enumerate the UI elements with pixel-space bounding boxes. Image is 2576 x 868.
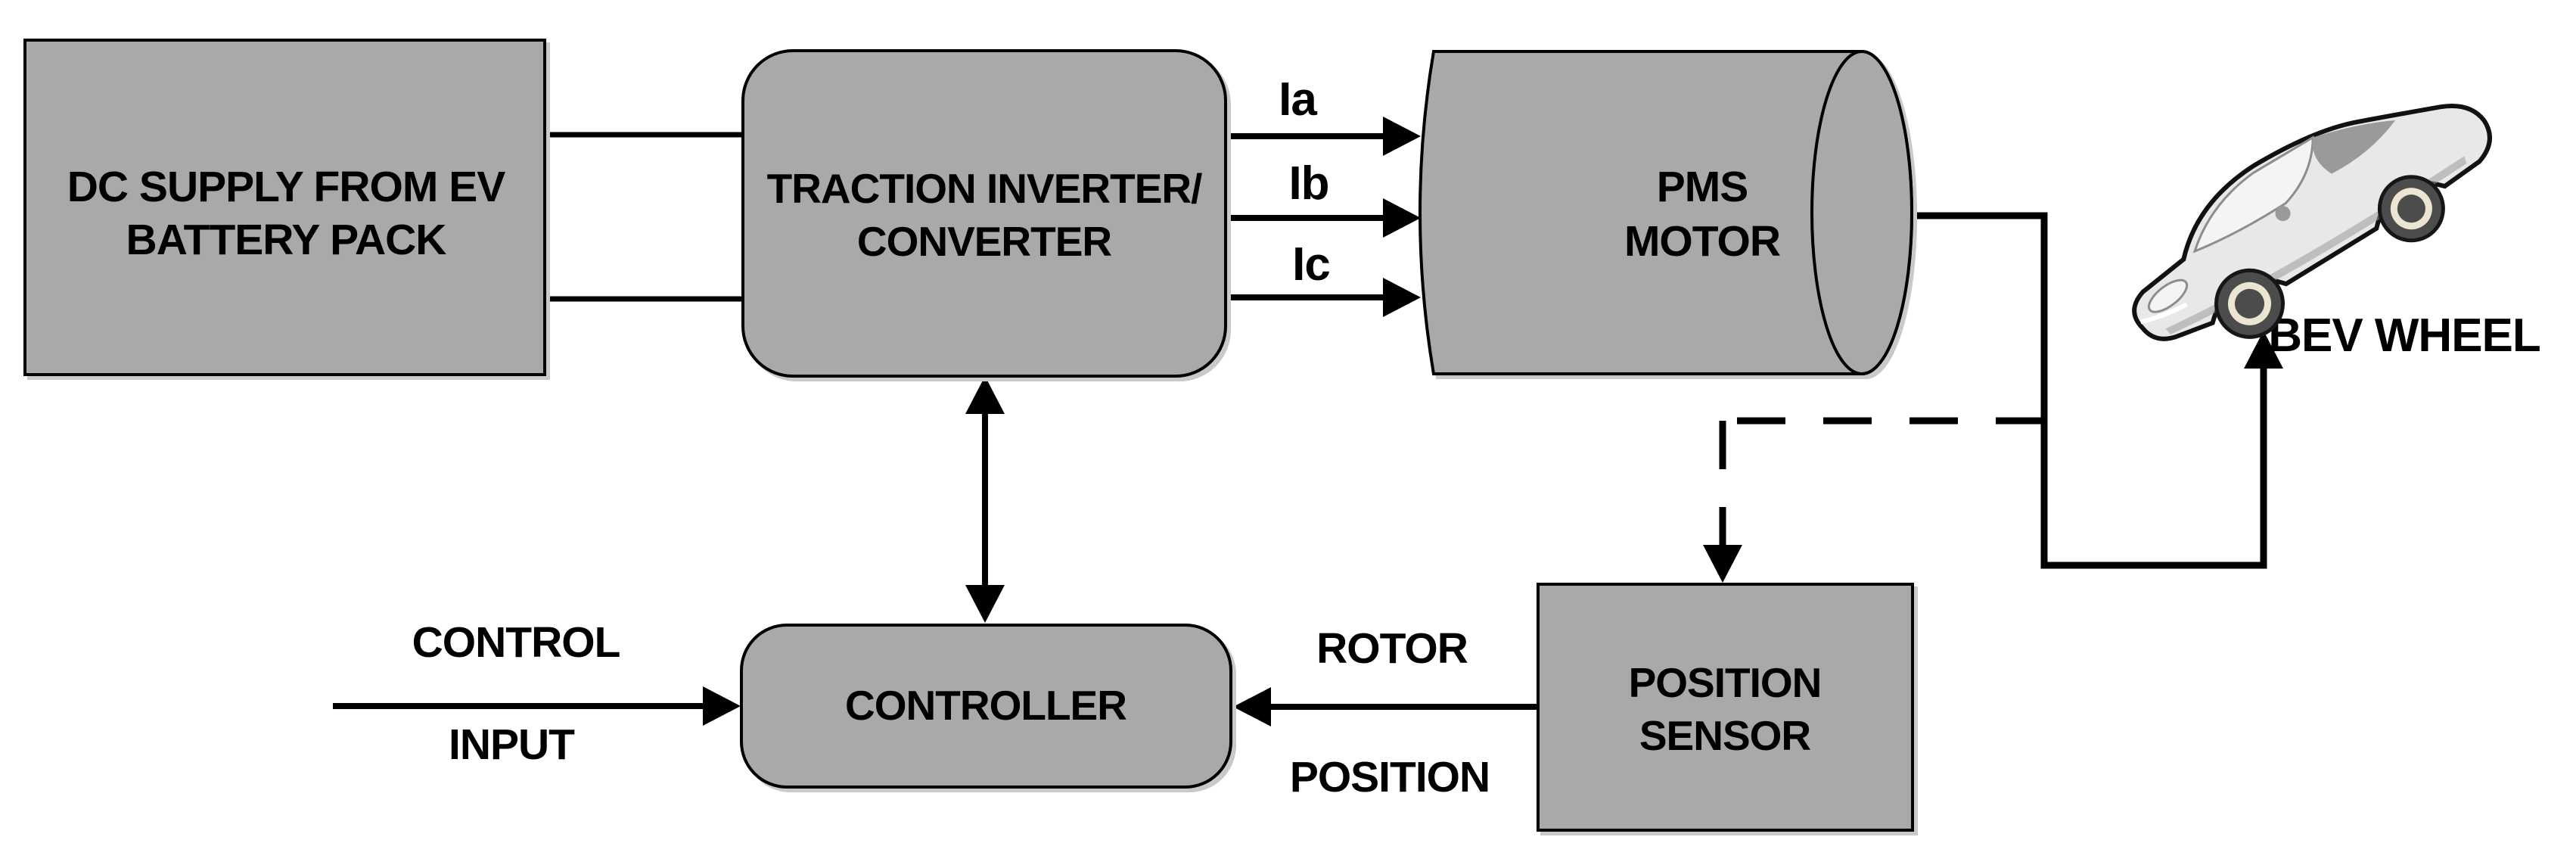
car-headlight xyxy=(2147,278,2189,313)
bev-wheel-label: BEV WHEEL xyxy=(2268,310,2540,362)
phase-a-label: Ia xyxy=(1279,73,1317,126)
dc-supply-label-line2: BATTERY PACK xyxy=(126,216,447,264)
car-rear-wheel xyxy=(2377,175,2445,243)
traction-inverter-block xyxy=(741,49,1227,378)
controller-block xyxy=(740,624,1232,789)
control-input-arrowhead-icon xyxy=(703,686,741,726)
car-roof-accent xyxy=(2312,120,2396,174)
rotor-position-label-line2: POSITION xyxy=(1290,753,1490,801)
phase-a-arrowhead-icon xyxy=(1383,117,1421,156)
car-front-wheel-rim xyxy=(2228,282,2272,325)
position-sensor-label-line1: POSITION xyxy=(1629,659,1822,706)
wheel-arrowhead-icon xyxy=(2244,331,2283,369)
phase-b-arrowhead-icon xyxy=(1383,198,1421,238)
car-windshield xyxy=(2192,135,2314,254)
phase-c-arrowhead-icon xyxy=(1383,278,1421,317)
pms-motor-label-line2: MOTOR xyxy=(1624,217,1780,266)
pms-motor-label-line1: PMS xyxy=(1657,163,1748,211)
car-mirror xyxy=(2275,206,2291,222)
pms-motor-end-cap xyxy=(1810,50,1913,375)
sensor-feedback-arrowhead-icon xyxy=(1703,545,1742,583)
traction-inverter-label-line2: CONVERTER xyxy=(857,218,1112,265)
position-sensor-label-line2: SENSOR xyxy=(1639,712,1811,759)
control-input-label-line1: CONTROL xyxy=(412,618,620,667)
link-up-arrowhead-icon xyxy=(965,376,1005,414)
phase-c-label: Ic xyxy=(1292,238,1330,291)
motor-to-wheel-line xyxy=(1906,212,2267,569)
phase-b-label: Ib xyxy=(1288,157,1328,210)
car-front-wheel xyxy=(2214,268,2285,339)
car-bumper-line xyxy=(2140,302,2188,325)
dc-supply-block xyxy=(23,39,546,376)
car-rear-wheel-rim xyxy=(2390,188,2432,230)
control-input-label-line2: INPUT xyxy=(449,720,575,769)
dc-supply-label-line1: DC SUPPLY FROM EV xyxy=(67,163,505,211)
rotor-position-arrowhead-icon xyxy=(1233,687,1271,726)
controller-label: CONTROLLER xyxy=(845,682,1126,729)
bev-car-illustration xyxy=(2132,103,2492,341)
link-down-arrowhead-icon xyxy=(965,585,1005,623)
car-skirt-accent xyxy=(2165,156,2467,335)
pms-motor-block xyxy=(1419,50,1913,375)
traction-inverter-label-line1: TRACTION INVERTER/ xyxy=(767,165,1203,212)
position-sensor-block xyxy=(1537,583,1914,832)
rotor-position-label-line1: ROTOR xyxy=(1316,624,1468,673)
